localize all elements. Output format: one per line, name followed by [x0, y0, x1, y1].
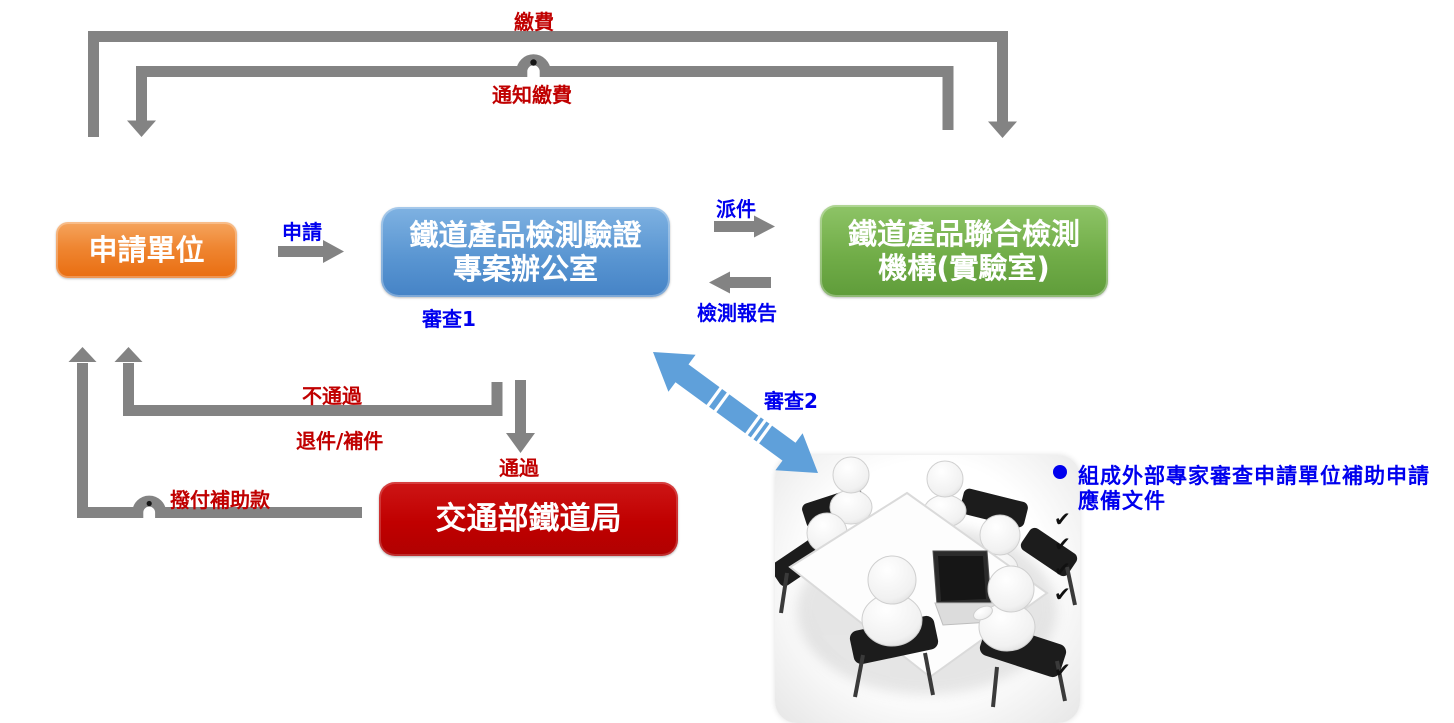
label-grant-subsidy: 撥付補助款 [170, 488, 270, 512]
chair-legs-front [853, 652, 1067, 708]
hop-dot [530, 59, 537, 66]
checkmark-icon: ✔ [1054, 507, 1071, 531]
pass-arrow [506, 380, 535, 453]
checkmark-icon: ✔ [1054, 557, 1071, 581]
fail-return-connector [114, 347, 503, 416]
label-review2: 審查2 [764, 389, 818, 413]
figures-front [861, 555, 1036, 652]
dispatch-arrow [714, 215, 775, 238]
chair-legs-back [779, 566, 1077, 614]
annotation-line1: 組成外部專家審查申請單位補助申請 [1078, 464, 1430, 488]
meeting-illustration [775, 456, 1078, 708]
node-bureau: 交通部鐵道局 [379, 482, 678, 556]
grant-subsidy-connector [68, 347, 362, 518]
node-office: 鐵道產品檢測驗證 專案辦公室 [381, 207, 670, 297]
test-report-arrow [709, 271, 771, 294]
checkmark-icon: ✔ [1054, 658, 1071, 682]
node-lab-line1: 鐵道產品聯合檢測 [847, 216, 1080, 251]
node-office-line1: 鐵道產品檢測驗證 [409, 217, 642, 252]
apply-arrow [278, 240, 344, 263]
label-return-or-supplement: 退件/補件 [296, 429, 384, 453]
node-lab: 鐵道產品聯合檢測 機構(實驗室) [820, 205, 1108, 297]
label-review1: 審查1 [422, 307, 476, 331]
node-lab-line2: 機構(實驗室) [878, 251, 1050, 285]
annotation-line2: 應備文件 [1078, 489, 1166, 513]
checkmark-icon: ✔ [1054, 532, 1071, 556]
pay-fee-connector [88, 31, 1017, 138]
node-applicant-label: 申請單位 [88, 232, 205, 267]
label-fail: 不通過 [302, 384, 362, 408]
node-applicant: 申請單位 [56, 222, 237, 278]
hop-dot [146, 500, 152, 507]
label-pay-fee: 繳費 [514, 10, 554, 34]
label-notify-payment: 通知繳費 [492, 83, 572, 107]
label-apply: 申請 [282, 220, 322, 244]
expert-meeting-photo [775, 455, 1080, 723]
label-dispatch: 派件 [716, 197, 756, 221]
bullet-icon [1053, 465, 1067, 479]
label-pass: 通過 [499, 456, 539, 480]
label-test-report: 檢測報告 [697, 301, 777, 325]
node-bureau-label: 交通部鐵道局 [435, 500, 622, 537]
checkmark-icon: ✔ [1054, 582, 1071, 606]
node-office-line2: 專案辦公室 [452, 252, 598, 286]
notify-payment-connector [127, 54, 954, 137]
